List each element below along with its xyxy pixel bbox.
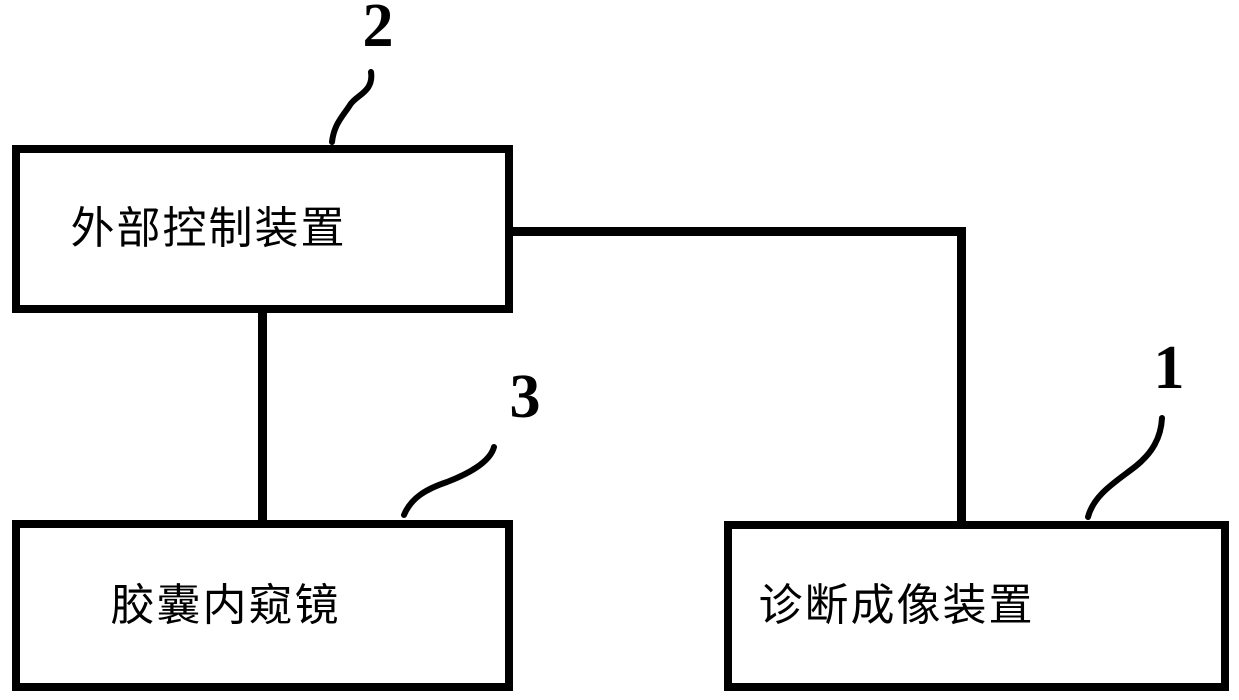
box-external-control-device: 外部控制装置 [12, 145, 513, 313]
box-diagnostic-imaging-device: 诊断成像装置 [724, 521, 1229, 691]
ref-number-1: 1 [1153, 334, 1185, 402]
connector-control-to-imaging [508, 227, 966, 525]
box-label-capsule-endoscope: 胶囊内窥镜 [110, 579, 341, 631]
leader-line-ref-2 [329, 69, 375, 145]
box-capsule-endoscope: 胶囊内窥镜 [12, 520, 513, 691]
leader-line-ref-1 [1085, 415, 1165, 520]
ref-number-2: 2 [362, 0, 394, 60]
leader-line-ref-3 [401, 444, 497, 518]
box-label-diagnostic-imaging-device: 诊断成像装置 [758, 580, 1035, 631]
box-label-external-control-device: 外部控制装置 [70, 203, 347, 254]
ref-number-3: 3 [509, 363, 541, 431]
